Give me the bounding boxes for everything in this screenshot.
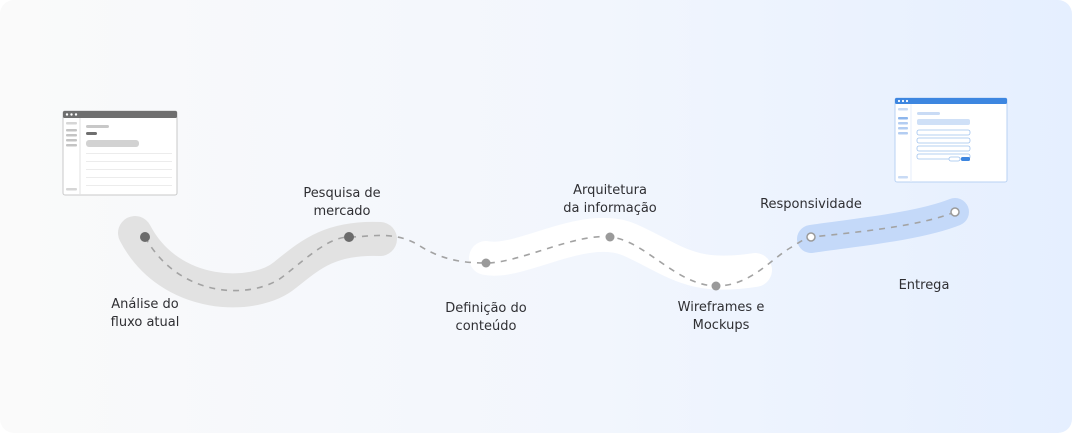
stage-label-responsividade: Responsividade	[760, 197, 862, 212]
journey-dashed-line	[144, 211, 956, 292]
stage-label-definicao: Definição do conteúdo	[445, 301, 527, 334]
stage-label-analise: Análise do fluxo atual	[110, 297, 180, 330]
band-structure	[469, 217, 772, 290]
stage-dot-analise	[140, 232, 150, 242]
stage-dot-entrega	[950, 207, 960, 217]
stage-dot-definicao	[481, 258, 491, 268]
stage-label-wireframes: Wireframes e Mockups	[677, 300, 765, 333]
band-analysis	[118, 216, 397, 308]
modern-form-window-icon	[894, 97, 1008, 183]
stage-dot-arquitetura	[605, 232, 615, 242]
stage-label-pesquisa: Pesquisa de mercado	[303, 186, 381, 219]
stage-dot-pesquisa	[344, 232, 354, 242]
legacy-window-icon	[62, 110, 178, 196]
stage-dot-responsividade	[806, 232, 816, 242]
stage-dot-wireframes	[711, 281, 721, 291]
stage-label-entrega: Entrega	[898, 278, 950, 293]
stage-label-arquitetura: Arquitetura da informação	[563, 183, 657, 216]
